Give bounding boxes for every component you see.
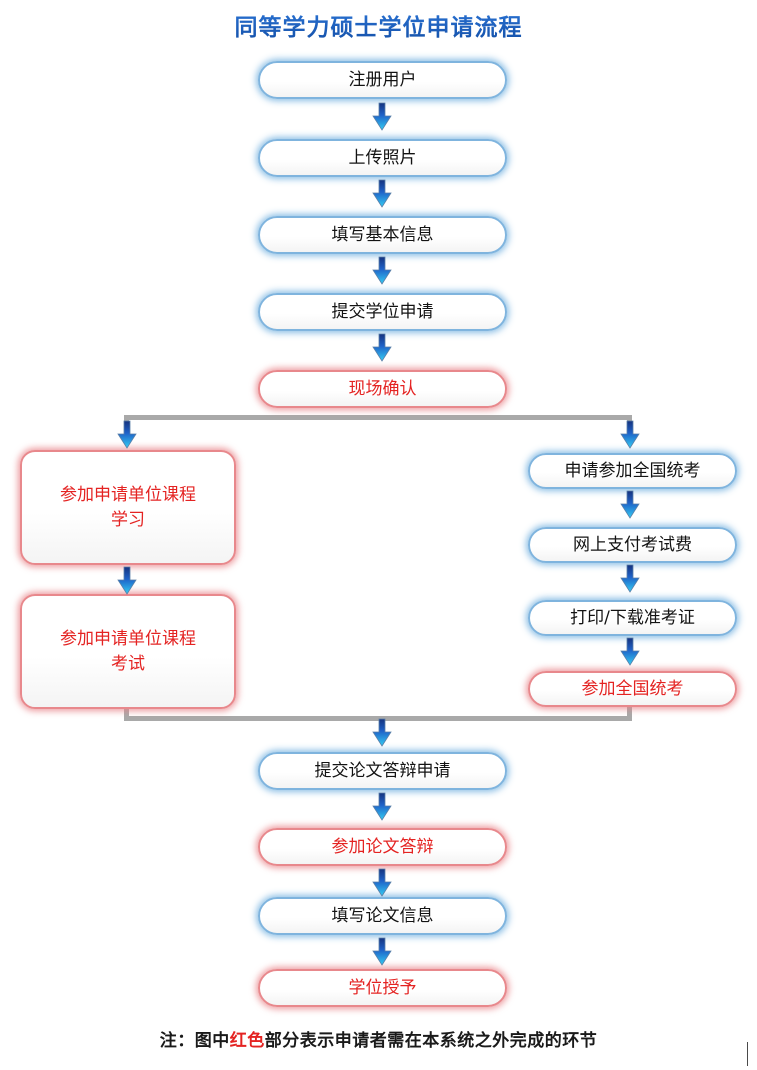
- arrow-down-icon: [371, 179, 393, 209]
- node-label: 提交论文答辩申请: [314, 760, 451, 781]
- arrow-down-icon: [619, 637, 641, 667]
- node-label: 参加申请单位课程 学习: [60, 483, 196, 531]
- node-onsite-confirmation[interactable]: 现场确认: [258, 370, 507, 408]
- legend-suffix: 部分表示申请者需在本系统之外完成的环节: [264, 1031, 598, 1051]
- node-label: 申请参加全国统考: [564, 460, 701, 481]
- node-label: 参加全国统考: [581, 678, 684, 699]
- node-fill-thesis-info[interactable]: 填写论文信息: [258, 897, 507, 935]
- node-upload-photo[interactable]: 上传照片: [258, 139, 507, 177]
- node-attend-unit-courses-exam[interactable]: 参加申请单位课程 考试: [20, 594, 236, 709]
- node-label: 提交学位申请: [331, 301, 434, 322]
- merge-connector-horizontal: [124, 716, 632, 721]
- merge-connector-left-stub: [124, 704, 129, 721]
- node-label: 填写论文信息: [331, 905, 434, 926]
- arrow-down-icon: [371, 256, 393, 286]
- node-label: 参加论文答辩: [331, 836, 434, 857]
- arrow-down-icon: [371, 102, 393, 132]
- node-label: 打印/下载准考证: [570, 607, 695, 628]
- node-label-line2: 学习: [111, 509, 145, 530]
- arrow-down-icon: [371, 937, 393, 967]
- node-degree-awarded[interactable]: 学位授予: [258, 969, 507, 1007]
- node-submit-degree-application[interactable]: 提交学位申请: [258, 293, 507, 331]
- node-pay-exam-fee-online[interactable]: 网上支付考试费: [528, 527, 737, 563]
- node-attend-unit-courses-study[interactable]: 参加申请单位课程 学习: [20, 450, 236, 565]
- node-label: 学位授予: [348, 977, 417, 998]
- arrow-down-icon: [371, 333, 393, 363]
- page-edge-artifact: [747, 1042, 748, 1066]
- split-connector-horizontal: [124, 415, 632, 420]
- node-submit-thesis-defense-application[interactable]: 提交论文答辩申请: [258, 752, 507, 790]
- node-label: 参加申请单位课程 考试: [60, 627, 196, 675]
- arrow-down-icon: [371, 718, 393, 748]
- node-label: 网上支付考试费: [573, 534, 692, 555]
- node-label: 填写基本信息: [331, 224, 434, 245]
- node-apply-national-exam[interactable]: 申请参加全国统考: [528, 453, 737, 489]
- arrow-down-icon: [371, 792, 393, 822]
- merge-connector-right-stub: [627, 704, 632, 721]
- arrow-down-icon: [619, 420, 641, 450]
- arrow-down-icon: [116, 566, 138, 596]
- node-label-line1: 参加申请单位课程: [60, 629, 196, 650]
- node-print-download-admission-ticket[interactable]: 打印/下载准考证: [528, 600, 737, 636]
- arrow-down-icon: [619, 564, 641, 594]
- node-label: 现场确认: [348, 378, 417, 399]
- arrow-down-icon: [371, 868, 393, 898]
- arrow-down-icon: [116, 420, 138, 450]
- node-label: 注册用户: [348, 69, 417, 90]
- node-register-user[interactable]: 注册用户: [258, 61, 507, 99]
- page-title: 同等学力硕士学位申请流程: [0, 8, 757, 42]
- node-take-national-exam[interactable]: 参加全国统考: [528, 671, 737, 707]
- legend-note: 注：图中红色部分表示申请者需在本系统之外完成的环节: [0, 1026, 757, 1051]
- node-label: 上传照片: [348, 147, 417, 168]
- node-label-line2: 考试: [111, 653, 145, 674]
- legend-highlight: 红色: [229, 1031, 265, 1051]
- node-attend-thesis-defense[interactable]: 参加论文答辩: [258, 828, 507, 866]
- node-fill-basic-info[interactable]: 填写基本信息: [258, 216, 507, 254]
- arrow-down-icon: [619, 490, 641, 520]
- legend-prefix: 注：图中: [159, 1031, 230, 1051]
- node-label-line1: 参加申请单位课程: [60, 485, 196, 506]
